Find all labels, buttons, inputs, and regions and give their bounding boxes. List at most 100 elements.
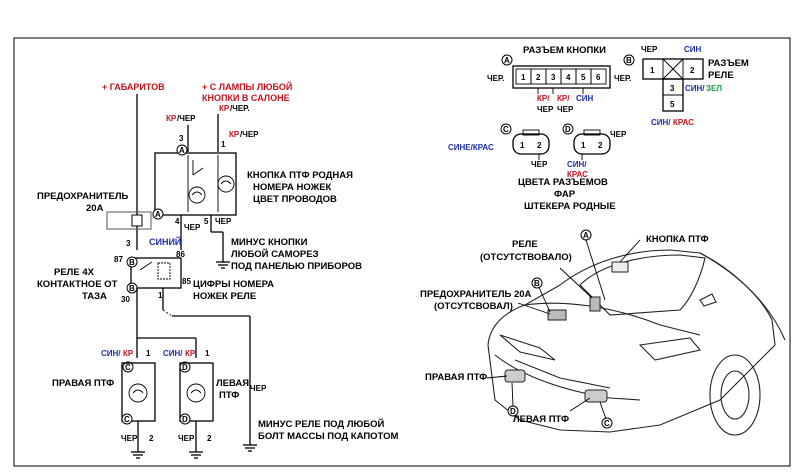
letter-a-1: A xyxy=(179,146,185,155)
relay-conn-letter-b xyxy=(623,54,635,66)
button-left-cher: ЧЕР. xyxy=(487,74,504,83)
car-letter-a xyxy=(580,229,592,241)
relay-conn-title-1: РАЗЪЕМ xyxy=(708,58,749,69)
colors-note-3: ШТЕКЕРА РОДНЫЕ xyxy=(524,201,616,212)
relay-conn-sin: СИН xyxy=(684,45,702,54)
fog-d-connector: 1 2 xyxy=(573,129,611,155)
relay-label-1: РЕЛЕ 4Х xyxy=(54,267,95,278)
car-pointer-left-fog xyxy=(569,397,591,412)
letter-b-1: B xyxy=(129,258,135,267)
sin-kr-right-sin: СИН/ xyxy=(101,349,121,358)
car-wheel-inner xyxy=(720,370,750,420)
car-pointer-right-fog xyxy=(486,375,508,379)
pin1: 1 xyxy=(221,140,226,149)
fog-r-pin1-top: 1 xyxy=(146,349,151,358)
fog-c-cher: ЧЕР xyxy=(531,160,548,169)
ground-symbol-fog-left xyxy=(189,451,203,459)
car-mirror xyxy=(699,293,717,307)
car-button-part xyxy=(611,261,629,273)
car-letter-a-text: A xyxy=(583,231,589,240)
relay-digits-1: ЦИФРЫ НОМЕРА xyxy=(193,279,274,290)
relay-coil xyxy=(157,262,171,280)
fog-d-pin-1: 1 xyxy=(581,141,586,150)
button-connector-body xyxy=(512,65,611,89)
letter-c-1: C xyxy=(125,363,131,372)
fog-r-pin2: 2 xyxy=(149,434,154,443)
sin-kr-right-kr: КР xyxy=(123,349,134,358)
car-letter-b xyxy=(531,277,543,289)
fog-left-lamp xyxy=(186,383,206,403)
fog-l-pin2: 2 xyxy=(207,434,212,443)
relay-digits-2: НОЖЕК РЕЛЕ xyxy=(193,291,256,302)
fog-l-connector-d2 xyxy=(179,413,191,425)
fog-r-connector-c2 xyxy=(121,413,133,425)
car-pointer-c xyxy=(599,401,607,420)
car-fuse-part xyxy=(547,309,567,321)
lamp-wire-cher: /ЧЕР. xyxy=(230,104,250,113)
left-schematic: + ГАБАРИТОВ + С ЛАМПЫ ЛЮБОЙ КНОПКИ В САЛ… xyxy=(37,81,398,459)
fuse-label-2: 20А xyxy=(86,203,104,214)
fog-conn-letter-d xyxy=(562,123,574,135)
car-body xyxy=(487,249,776,433)
letter-b-conn: B xyxy=(626,56,632,65)
car-fuse-label-2: (ОТСУТСВОВАЛ) xyxy=(434,301,513,312)
fog-l-pin1-top: 1 xyxy=(205,349,210,358)
car-pointer-fuse xyxy=(517,302,551,315)
button-note-3: ЦВЕТ ПРОВОДОВ xyxy=(253,194,337,205)
relay-sin-kras-sin: СИН/ xyxy=(651,118,671,127)
button-switch-b xyxy=(192,167,204,176)
ground-symbol-fog-right xyxy=(131,451,145,459)
car-letter-b-text: B xyxy=(534,279,540,288)
button-note-1: КНОПКА ПТФ РОДНАЯ xyxy=(247,170,353,181)
fog-right-lamp xyxy=(128,383,148,403)
relay-conn-title-2: РЕЛЕ xyxy=(708,70,734,81)
car-letter-d-text: D xyxy=(510,407,516,416)
relay-connector-body xyxy=(642,58,704,112)
fog-c-label-sine: СИНЕ/КРАС xyxy=(448,143,494,152)
relay-sin-zel-sin: СИН/ xyxy=(685,84,705,93)
button-connector-pins: 1 2 3 4 5 6 xyxy=(515,68,607,85)
car-side-line xyxy=(699,252,786,341)
car-left-fog-label: ЛЕВАЯ ПТФ xyxy=(513,414,569,425)
button-kr1: КР/ xyxy=(537,94,550,103)
fog-left-label-1: ЛЕВАЯ xyxy=(216,378,249,389)
relay-pin-1: 1 xyxy=(650,66,655,75)
button-cher1: ЧЕР xyxy=(537,105,554,114)
right-wire-cher: /ЧЕР xyxy=(240,130,259,139)
relay-conn-cher: ЧЕР xyxy=(641,45,658,54)
button-kr2: КР/ xyxy=(557,94,570,103)
pin30: 30 xyxy=(121,295,130,304)
letter-d-conn: D xyxy=(565,125,571,134)
pin4: 4 xyxy=(175,217,180,226)
relay-label-3: ТАЗА xyxy=(82,291,107,302)
fog-right-lamp-glyph xyxy=(132,389,144,394)
relay-pin-2: 2 xyxy=(690,66,695,75)
ground-symbol-relay xyxy=(243,444,257,452)
minus-button-3: ПОД ПАНЕЛЬЮ ПРИБОРОВ xyxy=(231,261,362,272)
car-letter-c-text: C xyxy=(604,419,610,428)
button-cher2: ЧЕР xyxy=(557,105,574,114)
pin86: 86 xyxy=(176,250,185,259)
pin5: 5 xyxy=(204,217,209,226)
car-illustration: A B C D КНОПКА ПТФ РЕЛЕ (ОТСУТСТВОВАЛО) … xyxy=(420,229,786,436)
colors-note-2: ФАР xyxy=(554,189,576,200)
button-conn-letter-a xyxy=(501,54,513,66)
minus-button-2: ЛЮБОЙ САМОРЕЗ xyxy=(231,248,319,260)
right-wire-kr: КР xyxy=(229,130,240,139)
button-pin-2: 2 xyxy=(536,73,541,82)
fog-r-connector-c xyxy=(122,361,134,373)
car-right-fog-label: ПРАВАЯ ПТФ xyxy=(425,372,487,383)
letter-c-2: C xyxy=(124,415,130,424)
pin85: 85 xyxy=(182,277,191,286)
car-wheel xyxy=(709,354,761,436)
pin3-relay: 3 xyxy=(126,239,131,248)
siniy: СИНИЙ xyxy=(149,236,181,247)
gabarit-label: + ГАБАРИТОВ xyxy=(102,82,165,92)
minus-relay-2: БОЛТ МАССЫ ПОД КАПОТОМ xyxy=(258,431,398,442)
relay-pin-5: 5 xyxy=(670,100,675,109)
relay-sin-kras-kras: КРАС xyxy=(673,118,694,127)
fog-c-pin-2: 2 xyxy=(537,141,542,150)
car-fuse-label-1: ПРЕДОХРАНИТЕЛЬ 20А xyxy=(420,289,532,300)
button-lamp-2-glyph xyxy=(220,180,232,185)
